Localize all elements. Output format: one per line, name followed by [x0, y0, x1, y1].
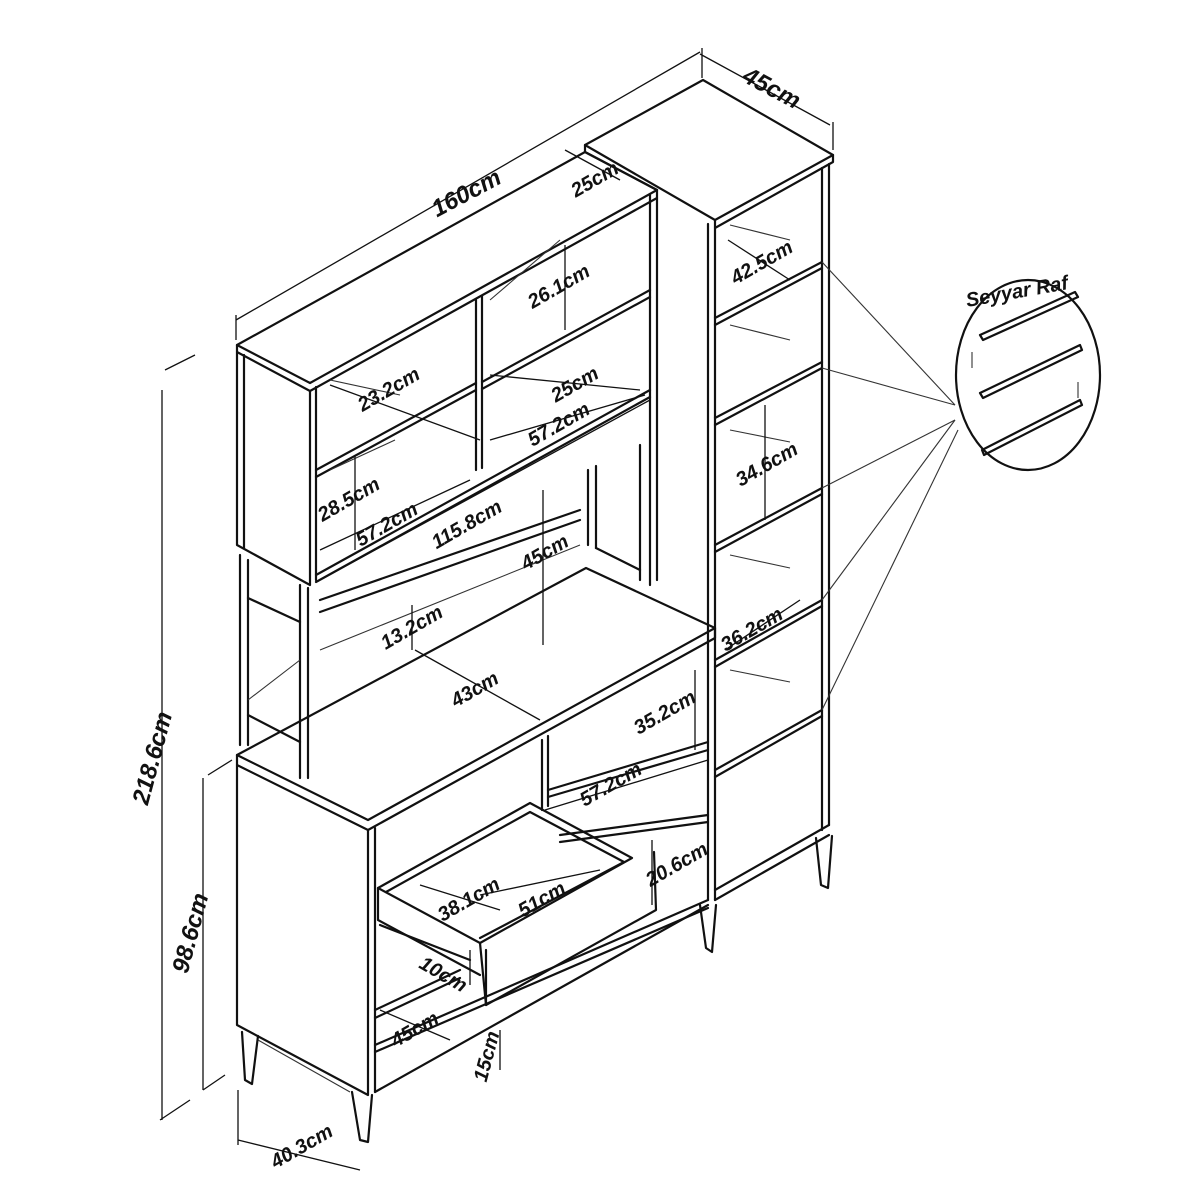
- label-bottom-shelf-depth: 45cm: [386, 1007, 442, 1052]
- label-hutch-inner-depth: 25cm: [546, 362, 602, 407]
- label-tower-shelf-height: 34.6cm: [732, 438, 802, 491]
- label-base-height: 98.6cm: [167, 890, 214, 976]
- label-leg-height: 15cm: [470, 1029, 504, 1084]
- label-hutch-total-width: 115.8cm: [428, 496, 506, 554]
- label-hutch-shelf-height: 26.1cm: [523, 260, 594, 313]
- base-unit: [235, 566, 717, 1144]
- label-top-depth: 25cm: [566, 157, 622, 202]
- label-drawer-width: 51cm: [514, 877, 569, 922]
- label-total-height: 218.6cm: [127, 709, 178, 808]
- detail-callout: [821, 261, 1102, 711]
- label-tower-lower-depth: 36.2cm: [717, 603, 787, 656]
- label-left-lower-height: 28.5cm: [313, 473, 384, 526]
- label-drawer-depth: 38.1cm: [434, 873, 504, 926]
- detail-bubble: [954, 278, 1102, 472]
- label-total-width: 160cm: [427, 164, 506, 223]
- label-desk-gap-height: 45cm: [516, 530, 572, 575]
- label-drawer-front: 10cm: [415, 952, 470, 997]
- hutch-unit: [235, 150, 659, 780]
- label-desk-depth: 43cm: [446, 667, 502, 712]
- tower-unit: [583, 78, 835, 954]
- dimension-lines: [159, 48, 834, 1171]
- label-base-depth: 40.3cm: [266, 1120, 337, 1173]
- label-left-cell-height: 23.2cm: [353, 363, 424, 416]
- label-right-cabinet-height: 35.2cm: [630, 686, 700, 739]
- labels: 160cm 45cm 218.6cm 98.6cm 40.3cm 25cm 26…: [127, 62, 1072, 1174]
